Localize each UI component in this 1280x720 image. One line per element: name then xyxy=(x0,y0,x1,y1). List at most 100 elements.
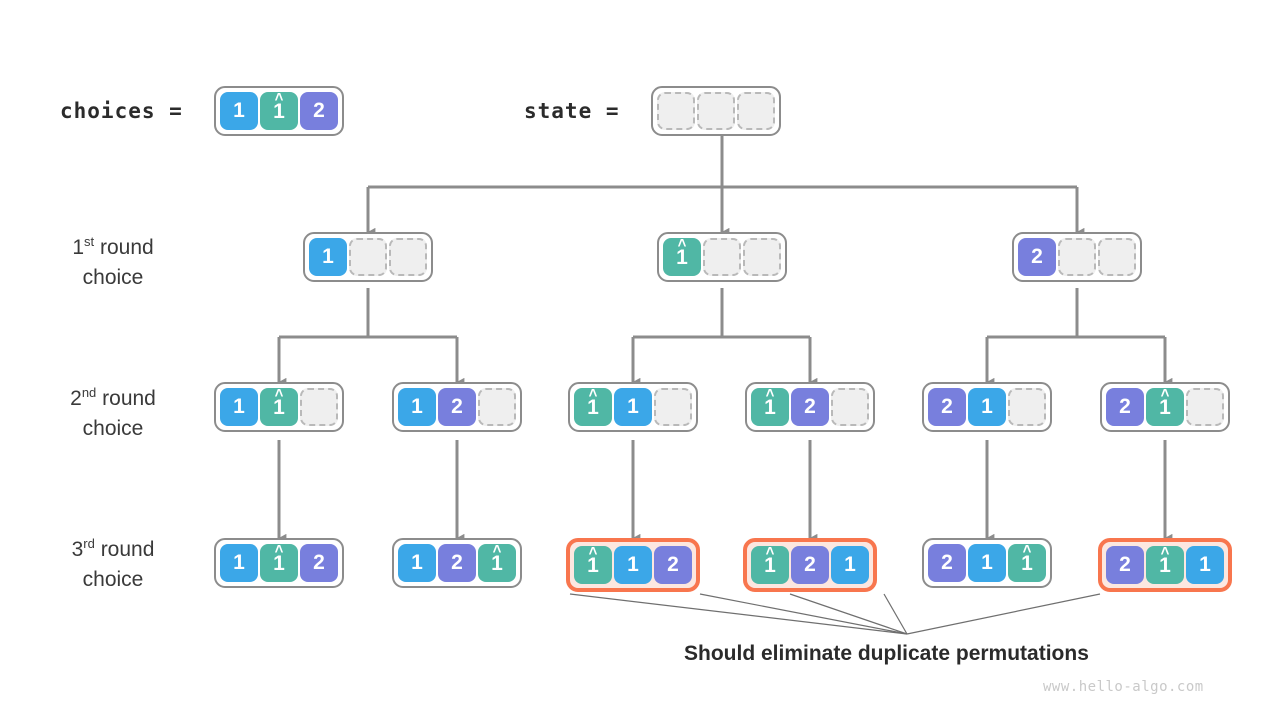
row-3-main: round xyxy=(100,538,155,561)
caret-icon: ˄ xyxy=(274,88,284,106)
caret-icon: ˄ xyxy=(1160,542,1170,560)
array-cell-label: 2 xyxy=(941,395,953,418)
array-cell-value-hat: ˄1 xyxy=(663,236,701,276)
array-cell-value: 1 xyxy=(398,388,436,426)
row-2-sup: nd xyxy=(81,385,97,400)
array-cell-value-hat: ˄1 xyxy=(751,544,789,584)
array-cell-value-hat: ˄1 xyxy=(260,386,298,426)
row-3-ordinal: 3 xyxy=(71,538,84,561)
caption-text: Should eliminate duplicate permutations xyxy=(684,642,1089,665)
hat-number: ˄1 xyxy=(1159,544,1171,577)
array-cell-empty xyxy=(1186,388,1224,426)
array-cell-value: 2 xyxy=(438,544,476,582)
array-cell-empty xyxy=(1058,238,1096,276)
array-cell-value-hat: ˄1 xyxy=(260,542,298,582)
array-cell-value: 2 xyxy=(791,546,829,584)
hat-number: ˄1 xyxy=(764,386,776,418)
tree-node: ˄1 2 xyxy=(745,382,875,432)
array-cell-label: 1 xyxy=(1159,395,1171,419)
array-cell-value: 1 xyxy=(614,546,652,584)
caret-icon: ˄ xyxy=(765,542,775,560)
array-cell-value: 1 xyxy=(398,544,436,582)
array-cell-value-hat: ˄1 xyxy=(1008,542,1046,582)
array-cell-empty xyxy=(478,388,516,426)
array-cell-value: 1 xyxy=(220,388,258,426)
state-array xyxy=(651,86,781,136)
row-1-main: round xyxy=(99,236,154,259)
caret-icon: ˄ xyxy=(588,542,598,560)
choices-label: choices = xyxy=(60,99,183,123)
array-cell-label: 1 xyxy=(273,551,285,575)
hat-number: ˄1 xyxy=(273,542,285,575)
hat-number: ˄1 xyxy=(273,386,285,418)
row-3-sup: rd xyxy=(83,536,95,551)
array-cell-label: 1 xyxy=(322,245,334,268)
array-cell-value: 2 xyxy=(1106,388,1144,426)
array-cell-label: 1 xyxy=(1159,553,1171,577)
array-cell-label: 1 xyxy=(627,553,639,576)
array-cell-label: 1 xyxy=(844,553,856,576)
tree-node: 2˄1 xyxy=(1100,382,1230,432)
array-cell-value: 2 xyxy=(438,388,476,426)
hat-number: ˄1 xyxy=(764,544,776,577)
array-cell-label: 1 xyxy=(411,551,423,574)
array-cell-value: 2 xyxy=(1018,238,1056,276)
hat-number: ˄1 xyxy=(587,544,599,576)
array-cell-label: 1 xyxy=(764,553,776,577)
array-cell-value-hat: ˄1 xyxy=(260,88,298,130)
row-3-sub: choice xyxy=(82,567,144,591)
caret-icon: ˄ xyxy=(274,384,284,402)
hat-number: ˄1 xyxy=(676,236,688,269)
array-cell-empty xyxy=(743,238,781,276)
row-label-3: 3rd round choice xyxy=(18,535,208,595)
array-cell-label: 1 xyxy=(491,551,503,575)
array-cell-label: 1 xyxy=(1021,551,1033,575)
array-cell-label: 2 xyxy=(313,551,325,574)
array-cell-value-hat: ˄1 xyxy=(574,386,612,426)
tree-node: ˄1 xyxy=(657,232,787,282)
array-cell-empty xyxy=(389,238,427,276)
row-label-2: 2nd round choice xyxy=(18,384,208,444)
hat-number: ˄1 xyxy=(587,386,599,419)
caret-icon: ˄ xyxy=(274,540,284,558)
array-cell-value-hat: ˄1 xyxy=(574,544,612,584)
array-cell-label: 1 xyxy=(676,245,688,269)
row-2-main: round xyxy=(102,387,156,410)
array-cell-empty xyxy=(697,92,735,130)
tree-node: 1 xyxy=(303,232,433,282)
row-1-ordinal: 1 xyxy=(72,236,84,259)
array-cell-label: 1 xyxy=(587,395,599,419)
array-cell-empty xyxy=(1008,388,1046,426)
caret-icon: ˄ xyxy=(1160,384,1170,402)
array-cell-value-hat: ˄1 xyxy=(1146,384,1184,426)
array-cell-label: 2 xyxy=(451,395,463,418)
array-cell-empty xyxy=(703,238,741,276)
caret-icon: ˄ xyxy=(492,540,502,558)
array-cell-value: 2 xyxy=(1106,546,1144,584)
caret-icon: ˄ xyxy=(765,384,775,402)
array-cell-empty xyxy=(654,388,692,426)
array-cell-value: 2 xyxy=(928,388,966,426)
array-cell-empty xyxy=(300,388,338,426)
array-cell-label: 2 xyxy=(804,395,816,418)
array-cell-empty xyxy=(657,92,695,130)
array-cell-value: 1 xyxy=(220,92,258,130)
array-cell-value: 2 xyxy=(791,388,829,426)
array-cell-label: 1 xyxy=(273,99,285,123)
tree-node: 2 xyxy=(1012,232,1142,282)
array-cell-value-hat: ˄1 xyxy=(1146,544,1184,584)
array-cell-value-hat: ˄1 xyxy=(478,540,516,582)
array-cell-label: 1 xyxy=(411,395,423,418)
row-1-sub: choice xyxy=(82,265,144,289)
row-2-sub: choice xyxy=(82,416,144,440)
array-cell-label: 2 xyxy=(451,551,463,574)
watermark: www.hello-algo.com xyxy=(1043,679,1204,695)
array-cell-label: 1 xyxy=(981,395,993,418)
tree-node: 1 ˄1 xyxy=(214,382,344,432)
hat-number: ˄1 xyxy=(1021,542,1033,575)
